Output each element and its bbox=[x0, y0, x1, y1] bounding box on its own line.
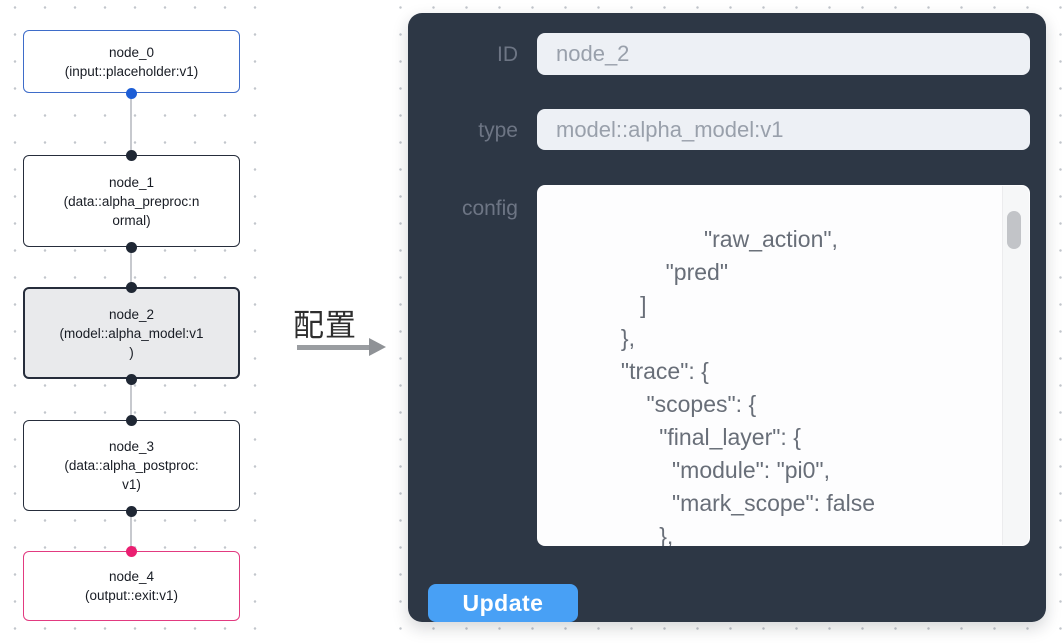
id-field-label: ID bbox=[497, 43, 518, 66]
port-node_3-in[interactable] bbox=[126, 415, 137, 426]
configure-label: 配置 bbox=[293, 308, 357, 343]
config-textarea[interactable]: "raw_action", "pred" ] }, "trace": { "sc… bbox=[537, 185, 1030, 546]
port-node_1-out[interactable] bbox=[126, 242, 137, 253]
port-node_0-out[interactable] bbox=[126, 88, 137, 99]
config-json-text: "raw_action", "pred" ] }, "trace": { "sc… bbox=[620, 226, 875, 546]
id-input[interactable]: node_2 bbox=[537, 33, 1030, 75]
node-node_1[interactable]: node_1 (data::alpha_preproc:n ormal) bbox=[23, 155, 240, 247]
right-arrow-head-icon bbox=[369, 338, 386, 356]
node-node_4[interactable]: node_4 (output::exit:v1) bbox=[23, 551, 240, 621]
port-node_3-out[interactable] bbox=[126, 506, 137, 517]
config-scrollbar-thumb[interactable] bbox=[1007, 211, 1021, 249]
config-scrollbar-track[interactable] bbox=[1002, 186, 1029, 545]
edge-node0-node1 bbox=[130, 93, 132, 155]
flow-canvas: node_0 (input::placeholder:v1) node_1 (d… bbox=[0, 0, 262, 643]
port-node_4-in[interactable] bbox=[126, 546, 137, 557]
right-arrow-icon bbox=[297, 345, 369, 350]
config-field-label: config bbox=[461, 197, 518, 220]
type-input[interactable]: model::alpha_model:v1 bbox=[537, 109, 1030, 150]
node-node_3[interactable]: node_3 (data::alpha_postproc: v1) bbox=[23, 420, 240, 511]
edge-node1-node2 bbox=[130, 247, 132, 287]
port-node_1-in[interactable] bbox=[126, 150, 137, 161]
update-button[interactable]: Update bbox=[428, 584, 578, 622]
port-node_2-out[interactable] bbox=[126, 374, 137, 385]
port-node_2-in[interactable] bbox=[126, 282, 137, 293]
node-node_2-selected[interactable]: node_2 (model::alpha_model:v1 ) bbox=[23, 287, 240, 379]
node-node_0[interactable]: node_0 (input::placeholder:v1) bbox=[23, 30, 240, 93]
edge-node2-node3 bbox=[130, 379, 132, 420]
node-config-panel: ID node_2 type model::alpha_model:v1 con… bbox=[408, 13, 1046, 622]
type-field-label: type bbox=[478, 119, 518, 142]
textarea-resize-grip-icon[interactable] bbox=[1009, 526, 1027, 544]
edge-node3-node4 bbox=[130, 511, 132, 551]
